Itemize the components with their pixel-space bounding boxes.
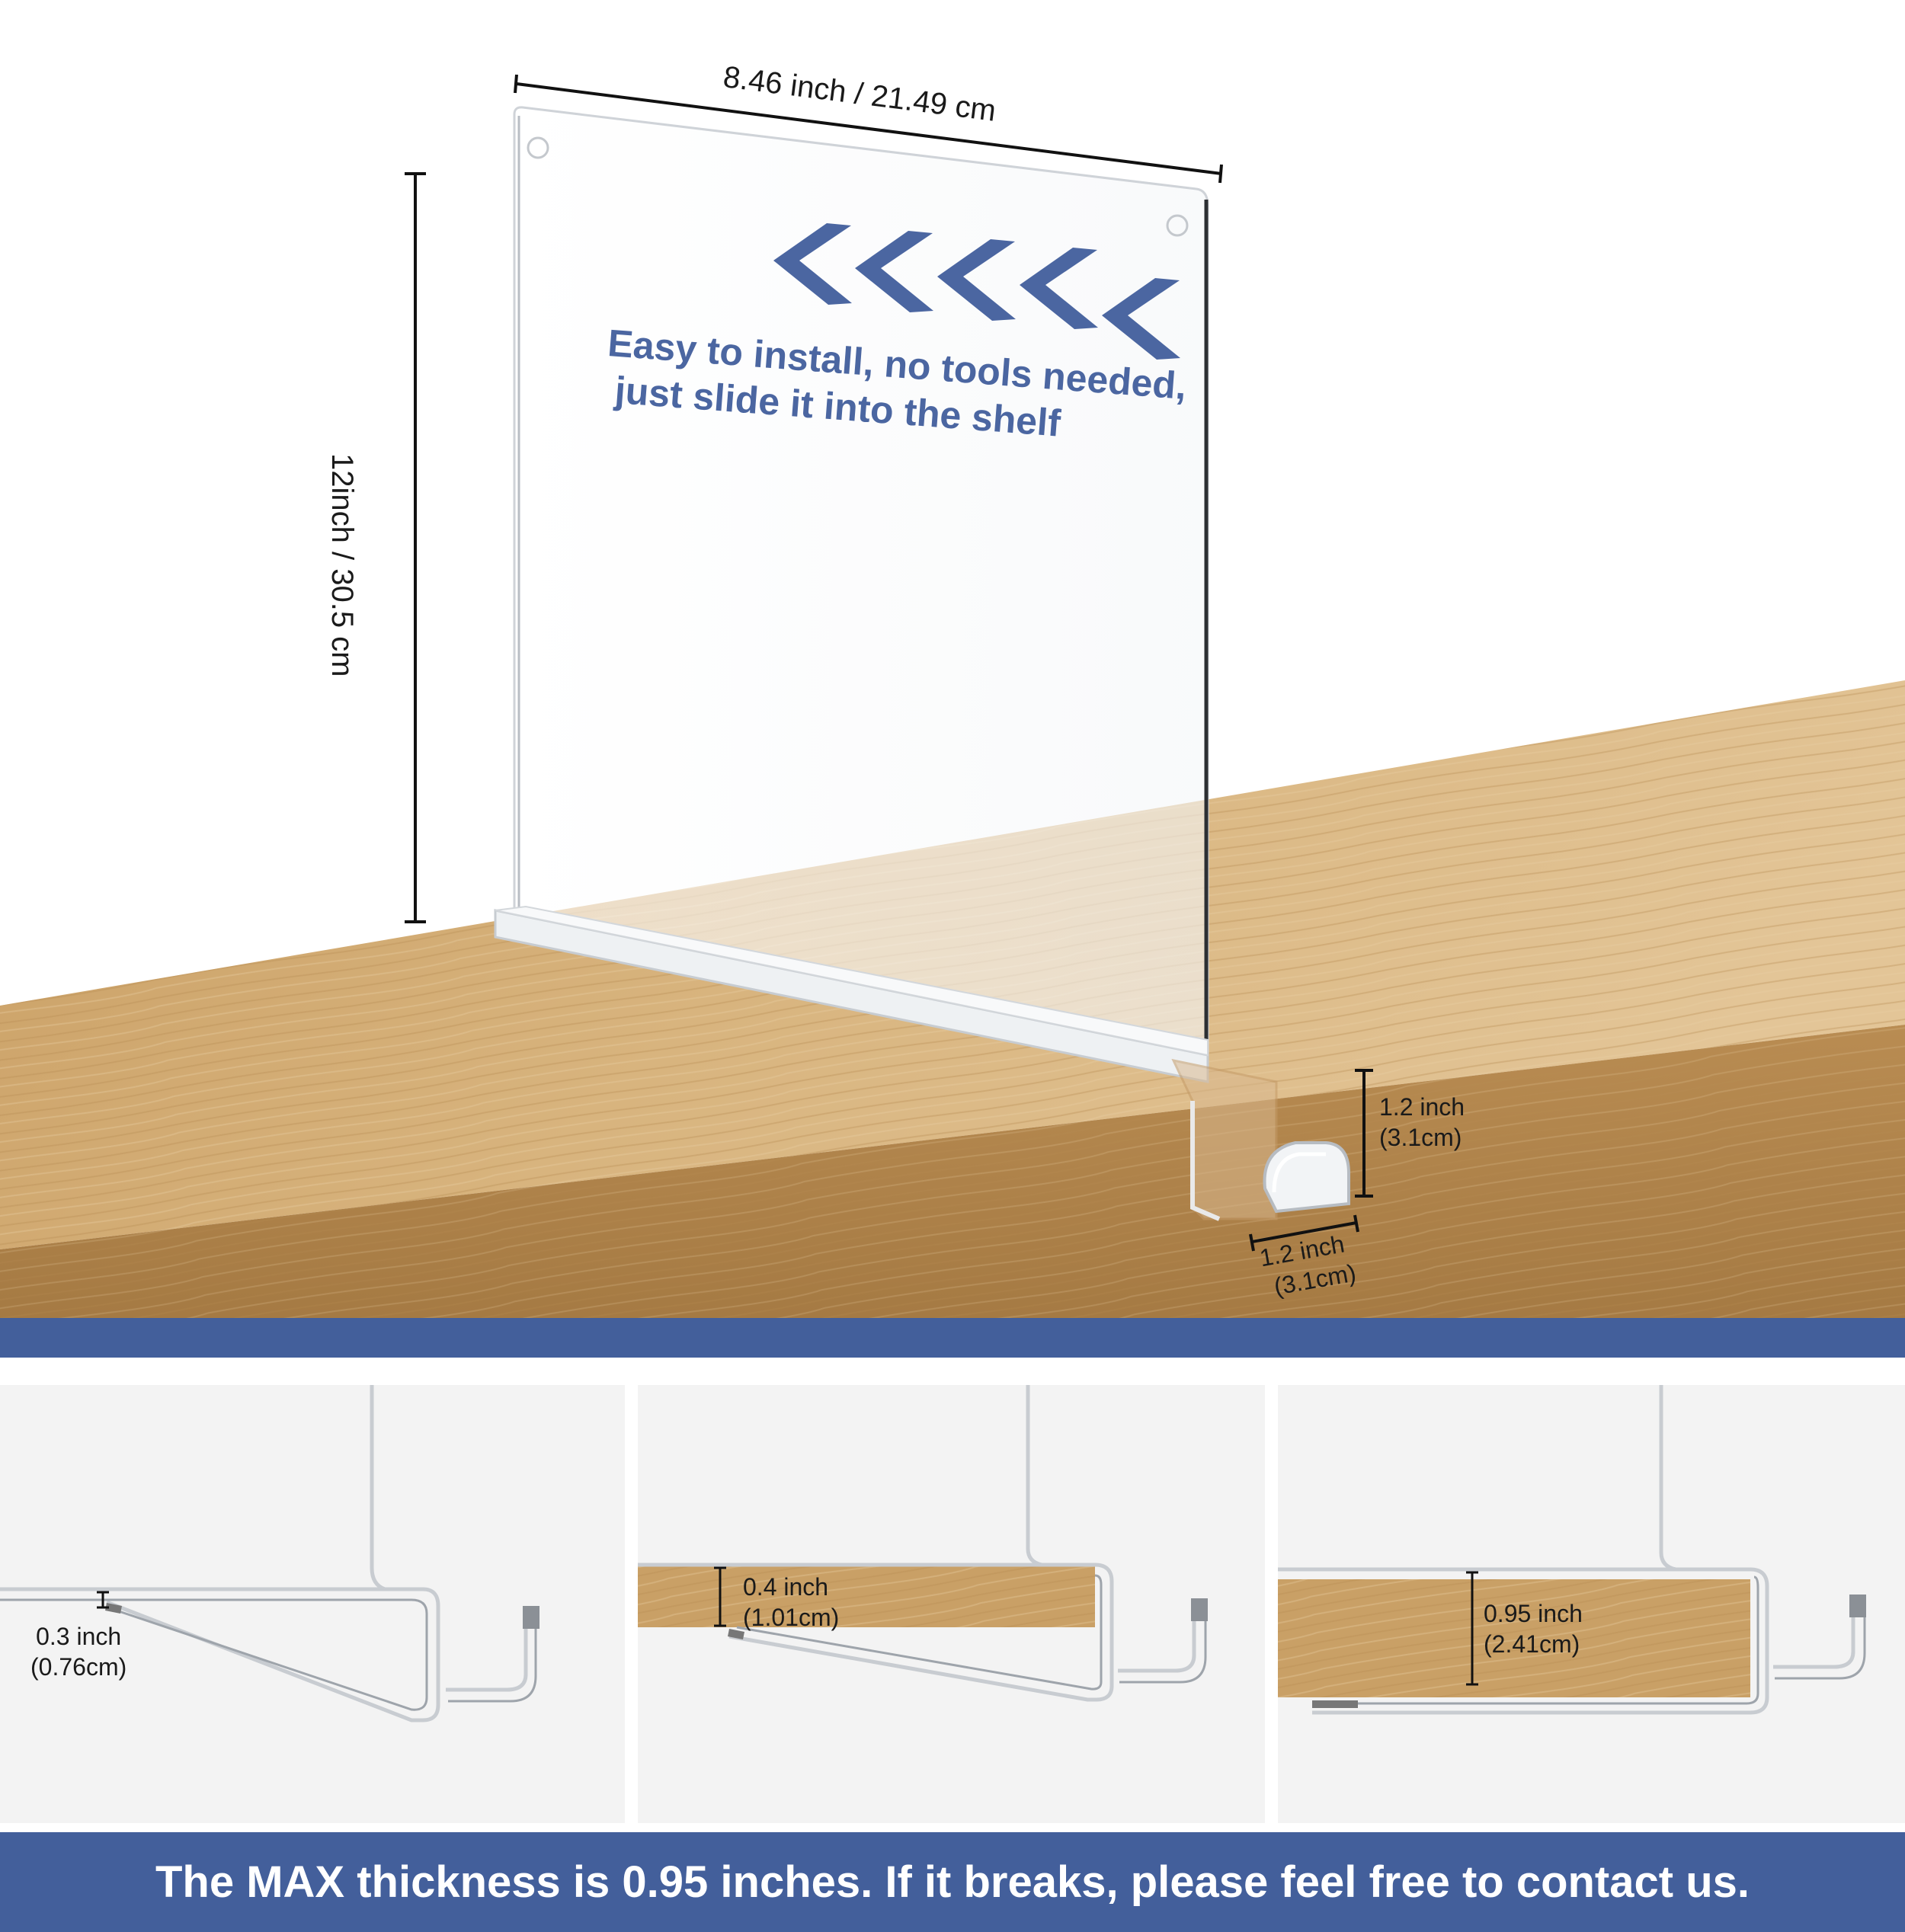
height-dimension-label: 12inch / 30.5 cm <box>325 453 359 677</box>
panel-thick-shelf: 0.95 inch (2.41cm) <box>1278 1385 1905 1823</box>
medium-shelf-diagram <box>638 1385 1208 1702</box>
panel-3-label: 0.95 inch (2.41cm) <box>1484 1598 1583 1659</box>
separator-band <box>0 1318 1905 1358</box>
clip-height-inch: 1.2 inch <box>1379 1093 1465 1121</box>
panel-1-cm: (0.76cm) <box>30 1653 127 1681</box>
clip-height-cm: (3.1cm) <box>1379 1124 1462 1151</box>
thick-shelf-diagram <box>1278 1385 1866 1715</box>
thin-shelf-diagram <box>0 1385 539 1722</box>
hero-illustration: 8.46 inch / 21.49 cm 12inch / 30.5 cm Ea… <box>0 60 1905 1318</box>
panel-2-label: 0.4 inch (1.01cm) <box>743 1572 839 1633</box>
panel-3-inch: 0.95 inch <box>1484 1600 1583 1627</box>
footer-text: The MAX thickness is 0.95 inches. If it … <box>155 1857 1750 1907</box>
footer-banner: The MAX thickness is 0.95 inches. If it … <box>0 1832 1905 1932</box>
clip-height-label: 1.2 inch (3.1cm) <box>1379 1092 1465 1153</box>
panel-1-label: 0.3 inch (0.76cm) <box>30 1621 126 1682</box>
chevron-left-icon <box>773 223 1180 360</box>
panel-thin-shelf: 0.3 inch (0.76cm) <box>0 1385 625 1823</box>
divider-on-shelf-illustration <box>0 74 1905 1318</box>
panel-3-cm: (2.41cm) <box>1484 1630 1580 1658</box>
panel-1-inch: 0.3 inch <box>36 1623 122 1650</box>
panel-medium-shelf: 0.4 inch (1.01cm) <box>638 1385 1265 1823</box>
panel-2-cm: (1.01cm) <box>743 1604 840 1631</box>
panel-2-inch: 0.4 inch <box>743 1573 829 1601</box>
